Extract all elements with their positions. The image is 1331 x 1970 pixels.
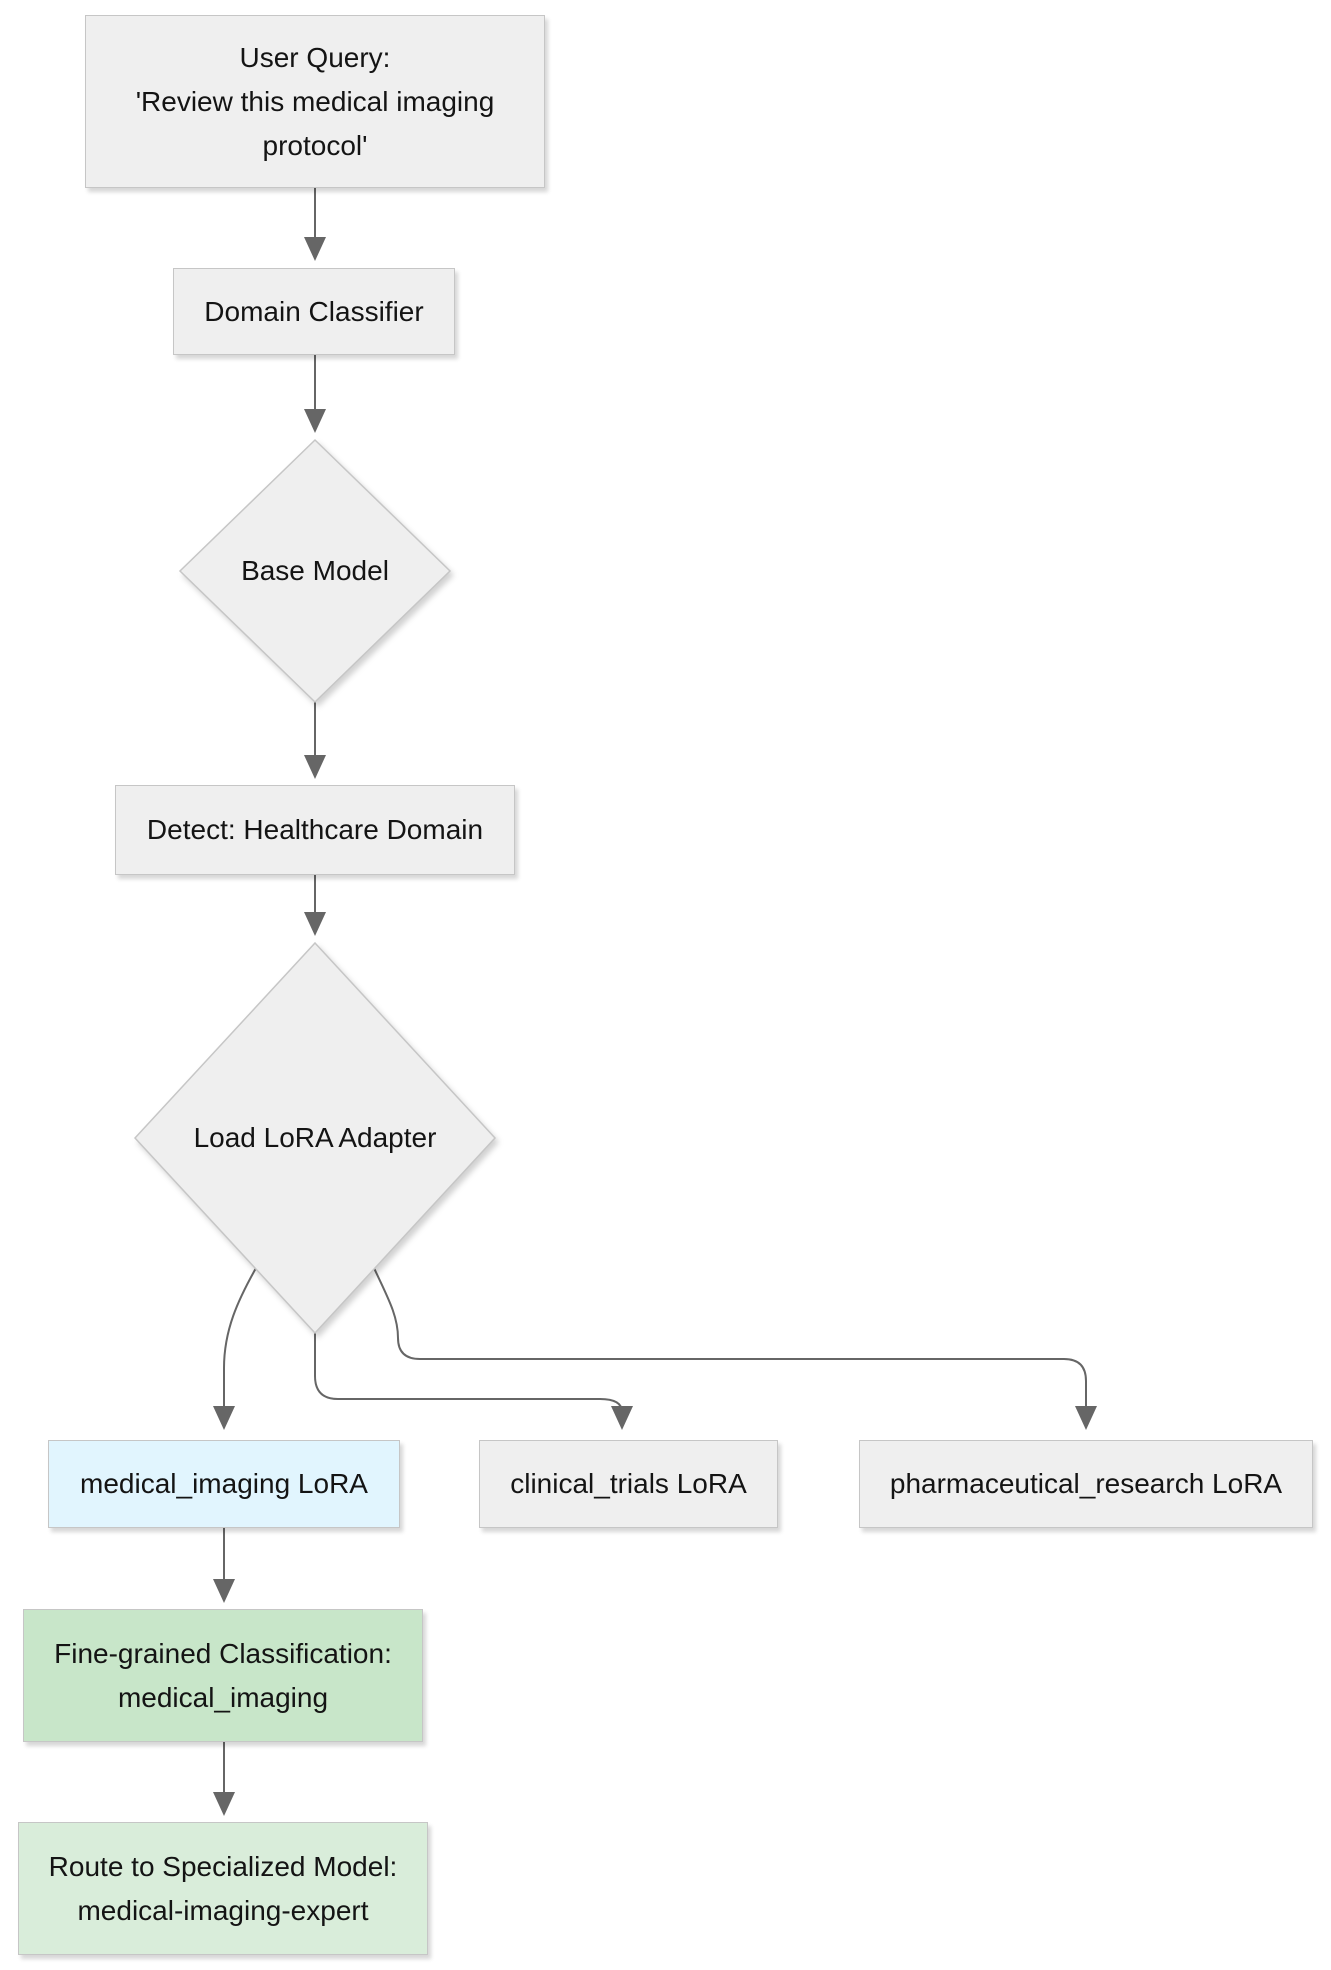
node-medical-imaging-lora: medical_imaging LoRA	[48, 1440, 400, 1528]
node-medical-imaging-lora-label: medical_imaging LoRA	[80, 1468, 368, 1499]
node-clinical-trials-lora-label: clinical_trials LoRA	[510, 1468, 747, 1499]
node-base-model-diamond	[178, 438, 452, 704]
node-fine-grained-classification-label: Fine-grained Classification: medical_ima…	[54, 1637, 392, 1713]
node-fine-grained-classification: Fine-grained Classification: medical_ima…	[23, 1609, 423, 1742]
node-route-to-specialized-model: Route to Specialized Model: medical-imag…	[18, 1822, 428, 1955]
node-load-lora-adapter-diamond	[133, 941, 497, 1335]
node-clinical-trials-lora: clinical_trials LoRA	[479, 1440, 778, 1528]
node-user-query: User Query: 'Review this medical imaging…	[85, 15, 545, 188]
edge-load-lora-to-pharmaceutical	[373, 1267, 1097, 1430]
node-route-to-specialized-model-label: Route to Specialized Model: medical-imag…	[48, 1850, 398, 1926]
node-domain-classifier-label: Domain Classifier	[204, 295, 424, 327]
node-user-query-label: User Query: 'Review this medical imaging…	[135, 41, 495, 161]
edge-load-lora-to-medical-imaging	[213, 1267, 257, 1430]
edge-load-lora-to-clinical-trials	[314, 1333, 633, 1430]
node-domain-classifier: Domain Classifier	[173, 268, 455, 355]
node-detect-healthcare-domain: Detect: Healthcare Domain	[115, 785, 515, 875]
node-pharmaceutical-research-lora: pharmaceutical_research LoRA	[859, 1440, 1313, 1528]
node-detect-healthcare-domain-label: Detect: Healthcare Domain	[146, 814, 484, 845]
node-pharmaceutical-research-lora-label: pharmaceutical_research LoRA	[889, 1468, 1283, 1499]
